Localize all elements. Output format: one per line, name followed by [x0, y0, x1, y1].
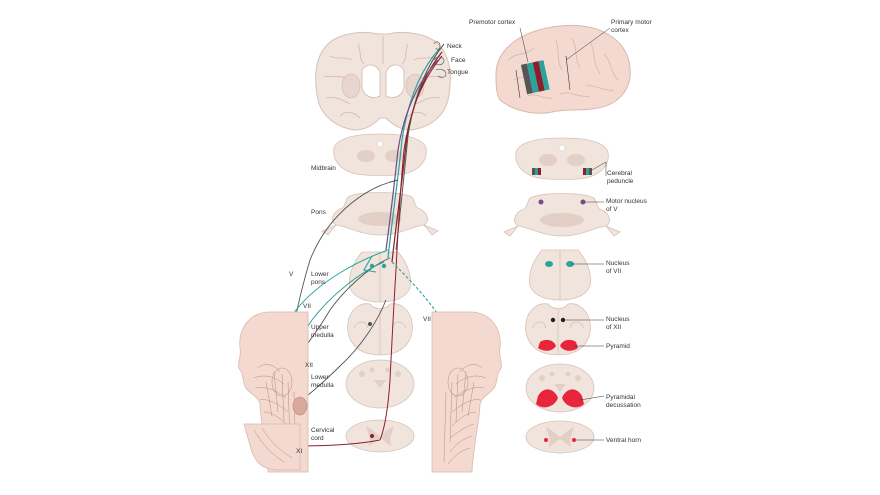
- face-icon: [433, 56, 445, 66]
- body-region-icons: [433, 41, 447, 78]
- pyramid-left: [538, 339, 556, 351]
- motor-nucleus-v-right: [580, 199, 586, 205]
- right-brain-lateral: [495, 24, 631, 114]
- tongue-shape: [292, 396, 308, 416]
- label-nerve-xi: XI: [296, 448, 303, 455]
- label-pyramid: Pyramid: [606, 343, 630, 350]
- decussation-right: [562, 389, 584, 408]
- motor-nucleus-v-left: [538, 199, 544, 205]
- label-nucleus-xii: Nucleus of XII: [606, 316, 630, 331]
- pyramid-right: [560, 339, 578, 351]
- label-nerve-vii-left: VII: [303, 303, 311, 310]
- label-motor-nucleus-v: Motor nucleus of V: [606, 198, 647, 213]
- right-lower-medulla-section: [525, 363, 595, 413]
- label-cerebral-peduncle: Cerebral peduncle: [607, 170, 634, 185]
- tongue-icon: [435, 68, 447, 78]
- neck-shoulder: [243, 423, 301, 471]
- label-nerve-xii: XII: [305, 362, 313, 369]
- midbrain-section: [333, 133, 427, 176]
- right-lower-pons-section: [529, 249, 591, 301]
- label-pyramidal-decussation: Pyramidal decussation: [606, 394, 641, 409]
- right-head-profile: [431, 311, 502, 473]
- right-cervical-cord-section: [525, 420, 595, 454]
- primary-motor-leader: [565, 27, 611, 61]
- label-tongue: Tongue: [447, 69, 469, 76]
- nucleus-vii-left: [545, 261, 553, 267]
- label-ventral-horn: Ventral horn: [606, 437, 642, 444]
- label-nucleus-vii: Nucleus of VII: [606, 260, 630, 275]
- lower-pons-section: [349, 251, 411, 303]
- decussation-left: [536, 389, 558, 408]
- label-lower-medulla: Lower medulla: [311, 374, 334, 389]
- right-midbrain-section: [515, 137, 609, 180]
- label-cervical-cord: Cervical cord: [311, 427, 335, 442]
- label-midbrain: Midbrain: [311, 165, 336, 172]
- neck-icon: [433, 41, 441, 50]
- lower-medulla-section: [345, 359, 415, 409]
- label-face: Face: [451, 57, 466, 64]
- peduncle-tracts: [532, 168, 592, 175]
- label-upper-medulla: Upper medulla: [311, 324, 334, 339]
- label-premotor-cortex: Premotor cortex: [469, 19, 516, 26]
- label-neck: Neck: [447, 43, 462, 50]
- nucleus-vii-right: [566, 261, 574, 267]
- left-brain-coronal: [315, 32, 451, 131]
- nucleus-xii-right: [560, 317, 566, 323]
- nucleus-xii-left: [550, 317, 556, 323]
- premotor-leader: [519, 27, 529, 63]
- structure-leaders: [565, 161, 607, 441]
- ventral-horn-left: [544, 438, 548, 442]
- ventral-horn-right: [572, 438, 576, 442]
- right-upper-medulla-section: [525, 303, 591, 356]
- label-pons: Pons: [311, 209, 326, 216]
- label-nerve-v: V: [289, 271, 294, 278]
- label-lower-pons: Lower pons: [311, 271, 329, 286]
- label-primary-motor-cortex: Primary motor cortex: [611, 19, 652, 34]
- right-pons-section: [503, 193, 621, 237]
- cervical-cord-section: [345, 419, 415, 453]
- label-nerve-vii-right: VII: [423, 316, 431, 323]
